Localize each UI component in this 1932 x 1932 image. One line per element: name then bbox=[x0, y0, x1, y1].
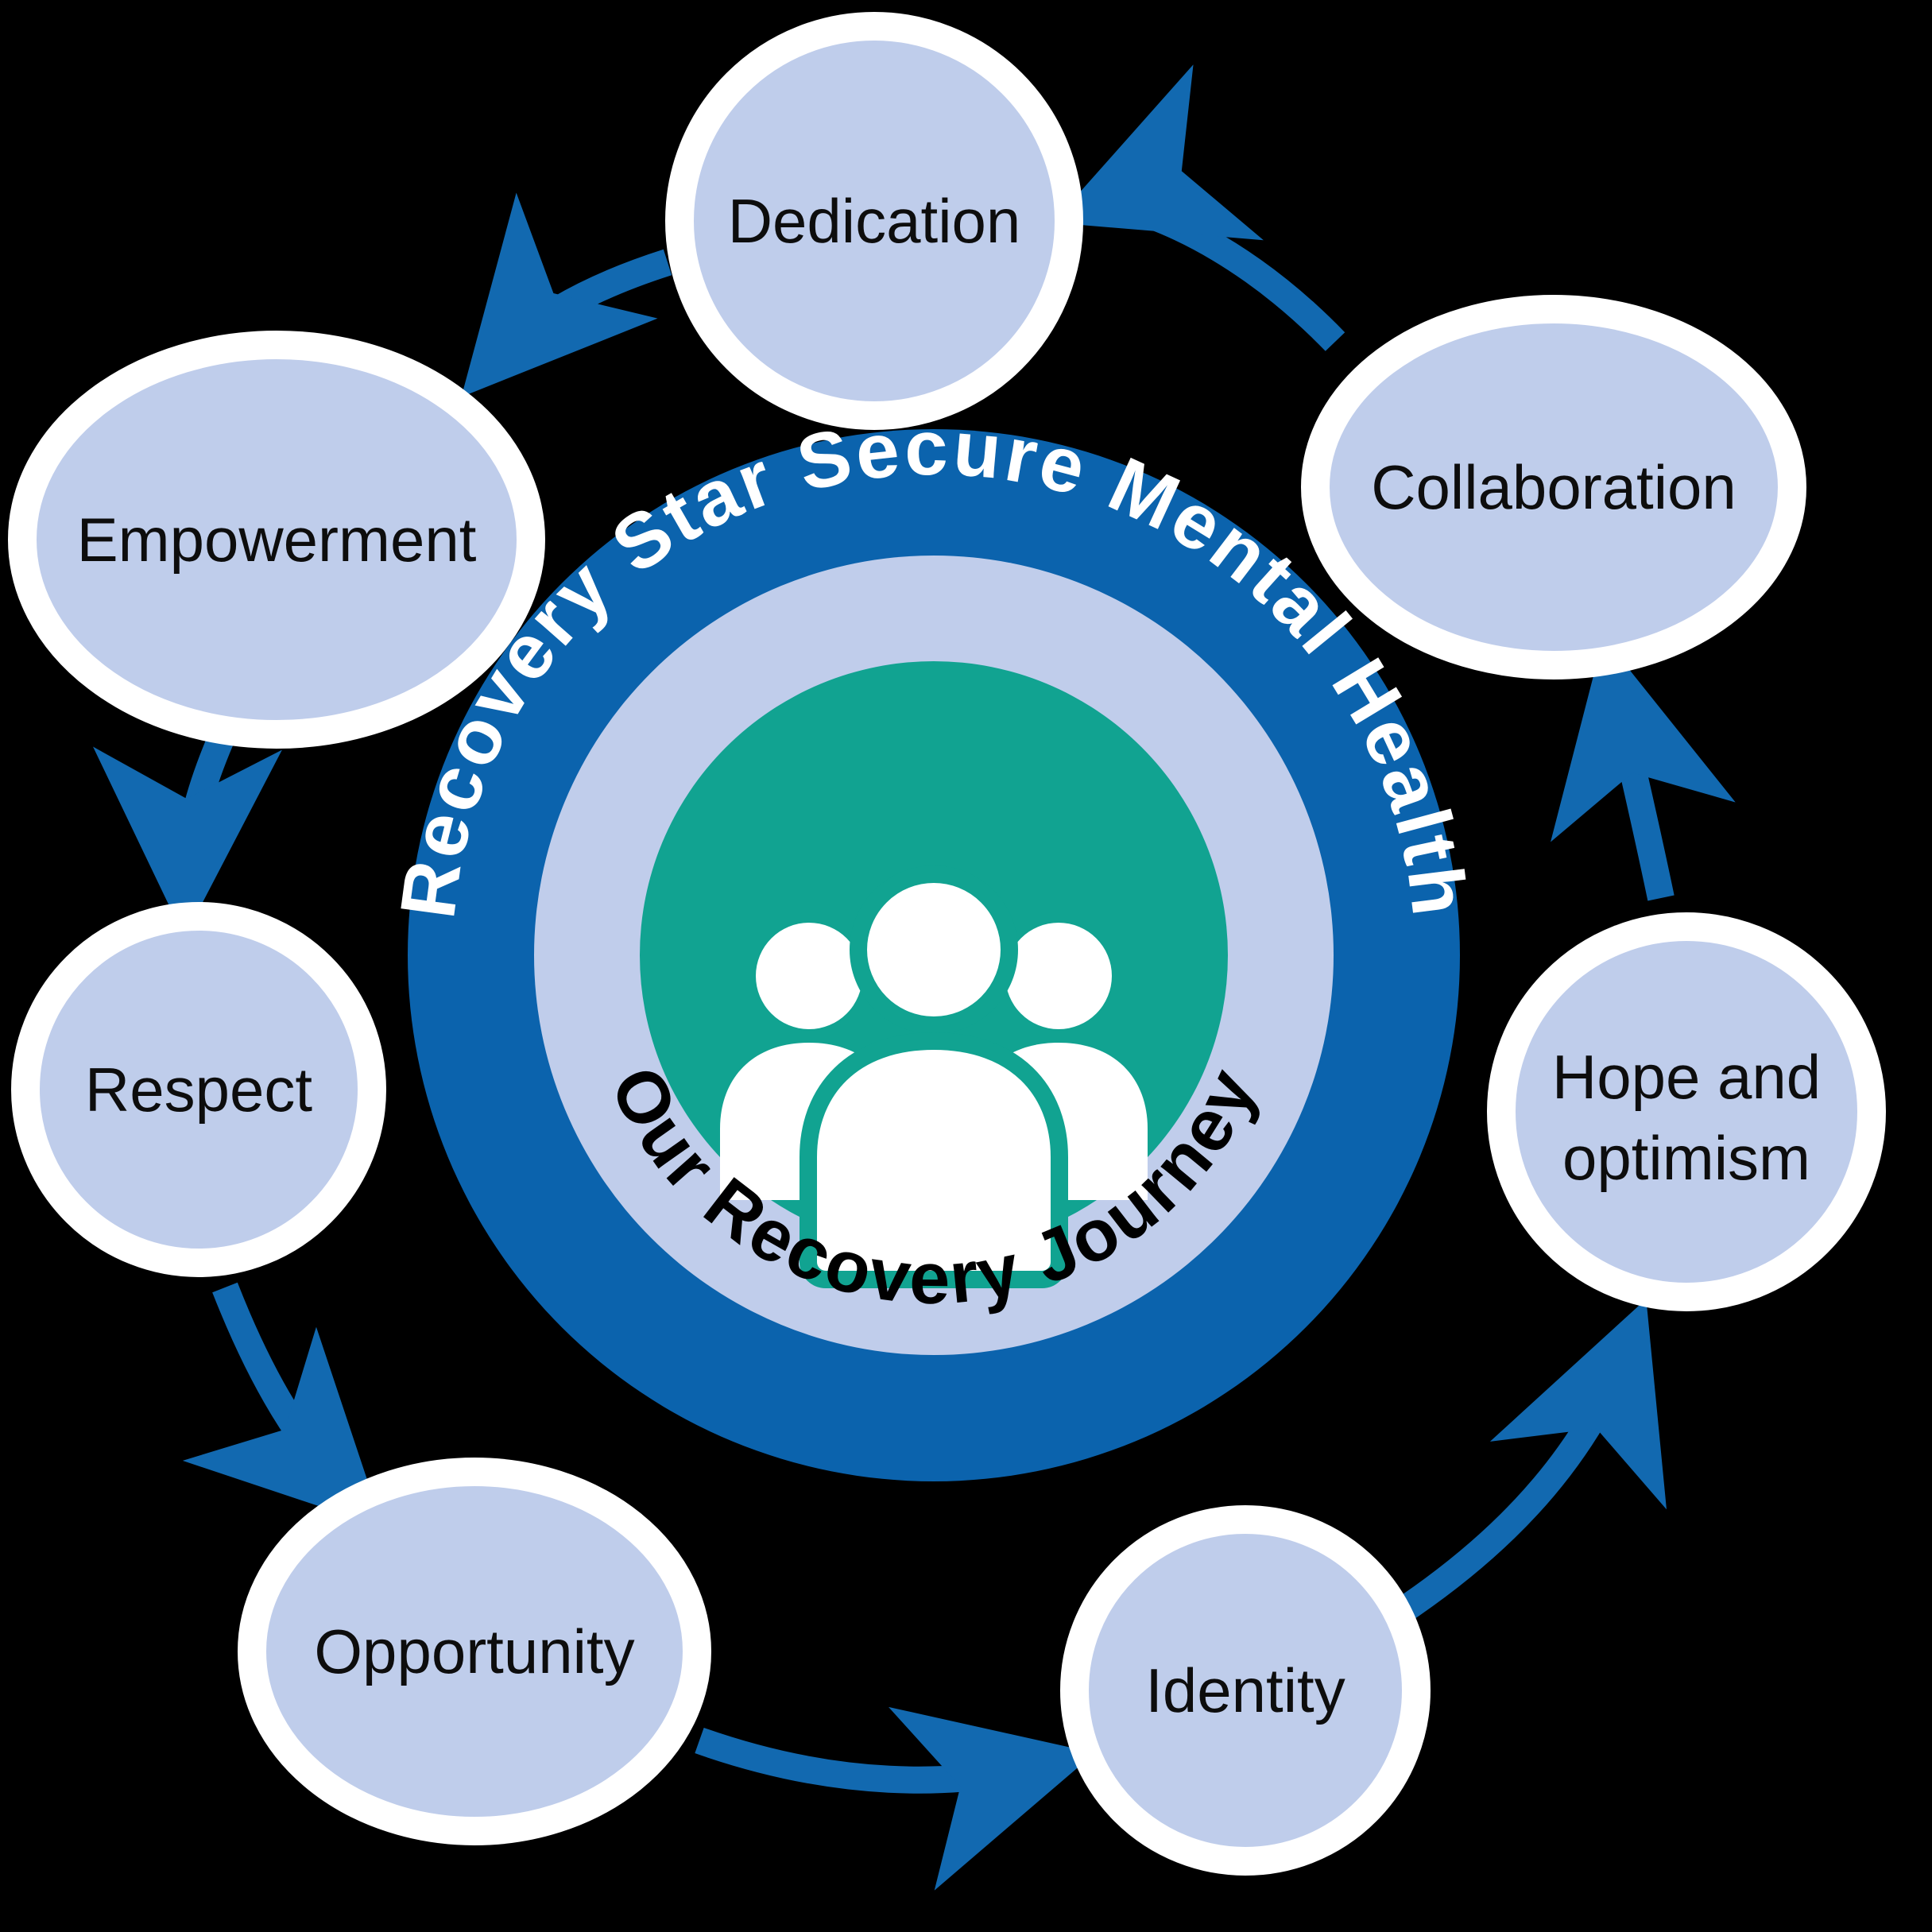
node-dedication-shape[interactable] bbox=[665, 12, 1083, 430]
people-group-icon bbox=[720, 865, 1148, 1288]
node-hope-and-optimism[interactable]: Hope and optimism bbox=[1487, 912, 1886, 1311]
node-hope-and-optimism-label-line2: optimism bbox=[1562, 1123, 1810, 1193]
arrow-respect-to-opportunity bbox=[182, 1282, 384, 1528]
arrow-identity-to-hope bbox=[1391, 1299, 1667, 1625]
node-collaboration[interactable]: Collaboration bbox=[1301, 295, 1806, 679]
node-dedication[interactable]: Dedication bbox=[665, 12, 1083, 430]
arrow-empowerment-to-respect bbox=[93, 734, 282, 938]
node-opportunity[interactable]: Opportunity bbox=[238, 1458, 711, 1845]
node-opportunity-label: Opportunity bbox=[314, 1616, 634, 1686]
node-identity-shape[interactable] bbox=[1060, 1505, 1431, 1876]
node-opportunity-shape[interactable] bbox=[238, 1458, 711, 1845]
cycle-arrows bbox=[93, 64, 1736, 1891]
arrow-dedication-to-empowerment bbox=[461, 192, 672, 397]
node-empowerment-shape[interactable] bbox=[8, 331, 545, 749]
node-empowerment[interactable]: Empowerment bbox=[8, 331, 545, 749]
node-identity[interactable]: Identity bbox=[1060, 1505, 1431, 1876]
node-respect-label: Respect bbox=[85, 1055, 312, 1125]
node-collaboration-shape[interactable] bbox=[1301, 295, 1806, 679]
arrow-opportunity-to-identity bbox=[695, 1706, 1095, 1891]
node-collaboration-label: Collaboration bbox=[1371, 452, 1736, 522]
node-empowerment-label: Empowerment bbox=[77, 505, 477, 575]
node-dedication-label: Dedication bbox=[728, 186, 1021, 256]
node-identity-label: Identity bbox=[1145, 1655, 1345, 1725]
node-respect-shape[interactable] bbox=[11, 902, 386, 1277]
arrow-collaboration-to-dedication bbox=[1052, 64, 1345, 351]
node-respect[interactable]: Respect bbox=[11, 902, 386, 1277]
arrow-hope-to-collaboration bbox=[1551, 637, 1736, 901]
node-hope-and-optimism-label-line1: Hope and bbox=[1552, 1042, 1821, 1112]
center-emblem: Recovery Star Secure Mental Health Our R… bbox=[383, 404, 1481, 1481]
node-hope-and-optimism-shape[interactable] bbox=[1487, 912, 1886, 1311]
